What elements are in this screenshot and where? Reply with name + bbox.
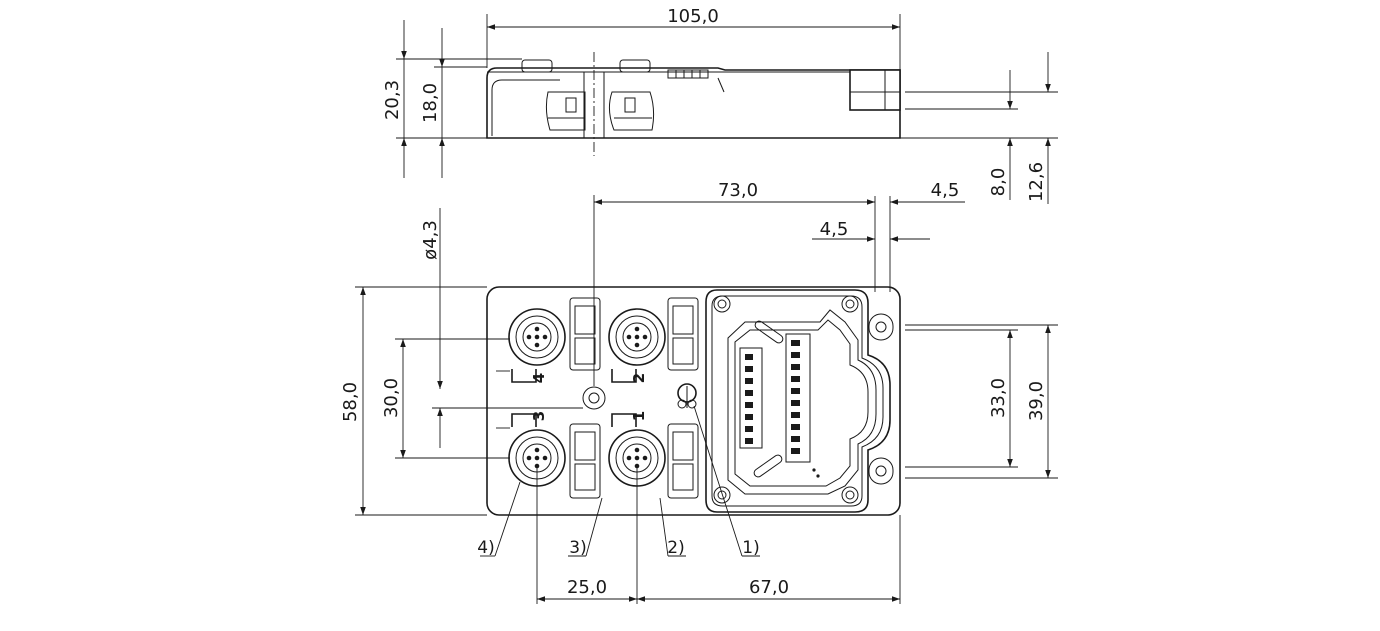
dim-height-body: 18,0 [420, 83, 441, 123]
dim-mount-outer: 39,0 [1026, 381, 1047, 421]
dim-port-pitch: 25,0 [567, 577, 607, 598]
callout-2: 2) [667, 538, 684, 558]
callout-1: 1) [742, 538, 759, 558]
dim-port-to-end: 67,0 [749, 577, 789, 598]
side-view: 105,0 20,3 18,0 8,0 12,6 [382, 6, 1058, 204]
port-number-2: 2 [630, 373, 648, 383]
dim-flange-height: 8,0 [988, 168, 1009, 197]
connector-port-2 [608, 308, 666, 366]
dim-length: 58,0 [340, 382, 361, 422]
callout-4: 4) [477, 538, 494, 558]
led-windows [569, 297, 699, 499]
dim-connector-pitch: 30,0 [381, 378, 402, 418]
dim-hole-diameter: ø4,3 [420, 220, 441, 260]
dim-hole-margin-top: 4,5 [931, 180, 960, 201]
dim-width-total: 105,0 [667, 6, 719, 27]
port-number-3: 3 [530, 411, 548, 421]
port-number-1: 1 [630, 411, 648, 421]
dim-height-total: 20,3 [382, 80, 403, 120]
port-number-4: 4 [530, 373, 548, 383]
top-view: 4 2 3 1 73,0 4, [340, 180, 1058, 604]
terminal-strip-right [791, 340, 800, 454]
callout-3: 3) [569, 538, 586, 558]
connector-port-4 [508, 308, 566, 366]
dim-mount-inner: 33,0 [988, 378, 1009, 418]
terminal-strip-left [745, 354, 753, 444]
dim-hole-offset: 73,0 [718, 180, 758, 201]
dim-hole-margin-inner: 4,5 [820, 219, 849, 240]
dim-flange-top: 12,6 [1026, 162, 1047, 202]
mounting-hole [582, 386, 606, 410]
